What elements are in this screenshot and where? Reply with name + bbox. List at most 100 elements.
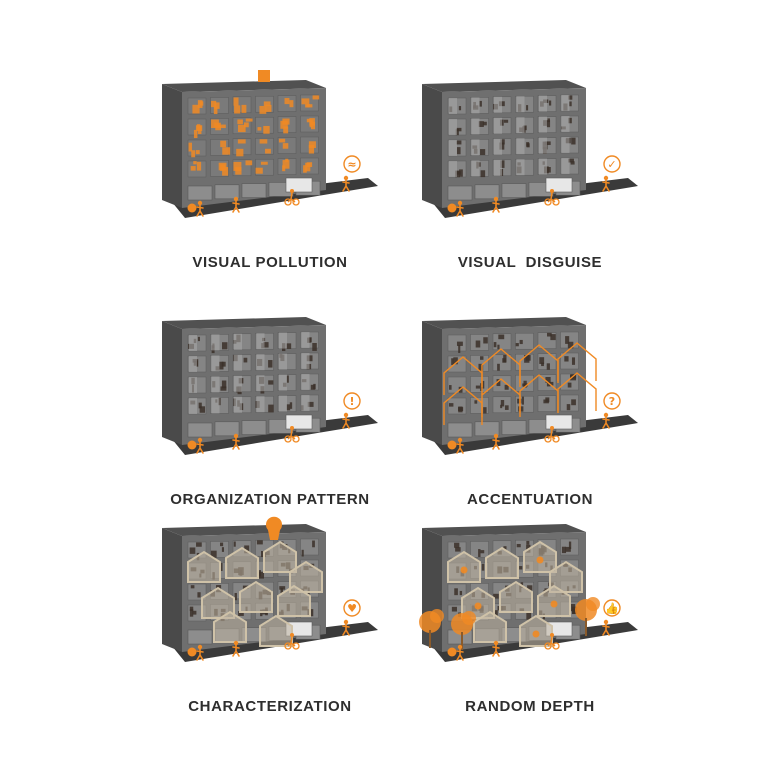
screen-panel xyxy=(494,159,502,176)
pedestrian-icon xyxy=(456,441,464,454)
clutter-mark xyxy=(456,127,462,132)
pedestrian-icon xyxy=(342,416,350,429)
clutter-mark xyxy=(504,384,509,390)
screen-panel xyxy=(189,356,197,372)
clutter-mark xyxy=(219,361,224,370)
street-ground xyxy=(172,415,378,455)
clutter-mark xyxy=(238,611,244,616)
panel-caption: RANDOM DEPTH xyxy=(465,698,595,715)
clutter-mark xyxy=(282,165,286,172)
clutter-mark xyxy=(221,380,227,389)
shopfront xyxy=(187,422,213,438)
clutter-mark xyxy=(260,161,268,165)
pedestrian-head-icon xyxy=(233,640,239,646)
clutter-mark xyxy=(313,383,316,390)
clutter-mark xyxy=(493,593,499,599)
shopfront xyxy=(447,422,473,438)
cyclist-icon xyxy=(547,429,556,440)
tree-canopy xyxy=(462,611,476,625)
clutter-mark xyxy=(312,540,315,548)
cyclist-head-icon xyxy=(290,633,294,637)
screen-panel xyxy=(471,139,480,156)
clutter-mark xyxy=(519,566,523,570)
cyclist-icon xyxy=(547,192,556,203)
clutter-mark xyxy=(309,118,315,126)
clutter-mark xyxy=(305,162,311,172)
house-frame xyxy=(201,586,235,619)
building-side-wall xyxy=(162,528,182,652)
clutter-mark xyxy=(189,609,194,617)
screen-panel xyxy=(279,353,287,370)
clutter-mark xyxy=(453,357,458,365)
panel-visual-disguise: ✓ VISUAL DISGUISE xyxy=(400,68,660,288)
clutter-mark xyxy=(190,585,195,589)
billboard-mark xyxy=(258,70,270,82)
clutter-mark xyxy=(500,404,503,409)
clutter-mark xyxy=(245,118,253,122)
clutter-mark xyxy=(285,158,289,162)
clutter-mark xyxy=(456,140,462,145)
clutter-mark xyxy=(193,129,198,139)
screen-panel xyxy=(301,374,310,390)
clutter-mark xyxy=(234,105,241,114)
bicycle-wheel-icon xyxy=(544,642,552,650)
clutter-mark xyxy=(456,147,461,155)
clutter-mark xyxy=(308,337,312,343)
pedestrian-icon xyxy=(232,437,240,450)
street-ground xyxy=(172,178,378,218)
screen-panel xyxy=(561,137,570,153)
clutter-mark xyxy=(198,402,202,409)
entrance-door xyxy=(545,177,573,193)
screen-panel xyxy=(211,397,220,414)
cyclist-icon xyxy=(287,636,296,647)
pedestrian-head-icon xyxy=(343,619,349,625)
screen-panel xyxy=(211,334,220,351)
clutter-mark xyxy=(546,363,550,370)
clutter-mark xyxy=(504,405,509,410)
shopfront xyxy=(214,184,240,200)
clutter-mark xyxy=(567,341,574,349)
clutter-mark xyxy=(497,363,500,371)
clutter-mark xyxy=(220,542,224,547)
pedestrian-head-icon xyxy=(493,433,499,439)
clutter-mark xyxy=(518,406,524,412)
bicycle-wheel-icon xyxy=(284,435,292,443)
clutter-mark xyxy=(455,170,460,178)
clutter-mark xyxy=(483,337,488,344)
clutter-mark xyxy=(214,102,220,109)
house-frame xyxy=(239,580,273,613)
clutter-mark xyxy=(265,104,272,112)
clutter-mark xyxy=(480,356,484,360)
bicycle-wheel-icon xyxy=(544,435,552,443)
screen-panel xyxy=(256,375,265,392)
panel-caption: VISUAL DISGUISE xyxy=(457,254,603,271)
clutter-mark xyxy=(448,385,452,390)
clutter-mark xyxy=(234,592,237,601)
clutter-mark xyxy=(286,343,292,349)
clutter-mark xyxy=(475,385,481,389)
screen-panel xyxy=(211,355,220,372)
screen-panel xyxy=(234,333,242,350)
window-bay xyxy=(560,394,579,412)
pedestrian-icon xyxy=(492,644,500,657)
clutter-mark xyxy=(197,592,201,598)
shopfront xyxy=(187,185,213,201)
pedestrian-head-icon xyxy=(493,640,499,646)
screen-panel xyxy=(211,376,220,393)
panel-caption: CHARACTERIZATION xyxy=(188,698,352,715)
clutter-mark xyxy=(190,166,196,171)
building-roof xyxy=(162,80,326,92)
clutter-mark xyxy=(526,540,530,545)
accent-figure-icon xyxy=(460,566,468,574)
panel-caption: ACCENTUATION xyxy=(466,491,594,508)
screen-panel xyxy=(561,158,570,174)
cyclist-head-icon xyxy=(550,426,554,430)
screen-panel xyxy=(494,138,502,155)
pedestrian-head-icon xyxy=(457,200,463,206)
pedestrian-icon xyxy=(456,648,464,661)
clutter-mark xyxy=(259,105,267,114)
clutter-mark xyxy=(220,563,223,571)
clutter-mark xyxy=(244,545,250,554)
bicycle-wheel-icon xyxy=(292,642,300,650)
bicycle-wheel-icon xyxy=(284,642,292,650)
